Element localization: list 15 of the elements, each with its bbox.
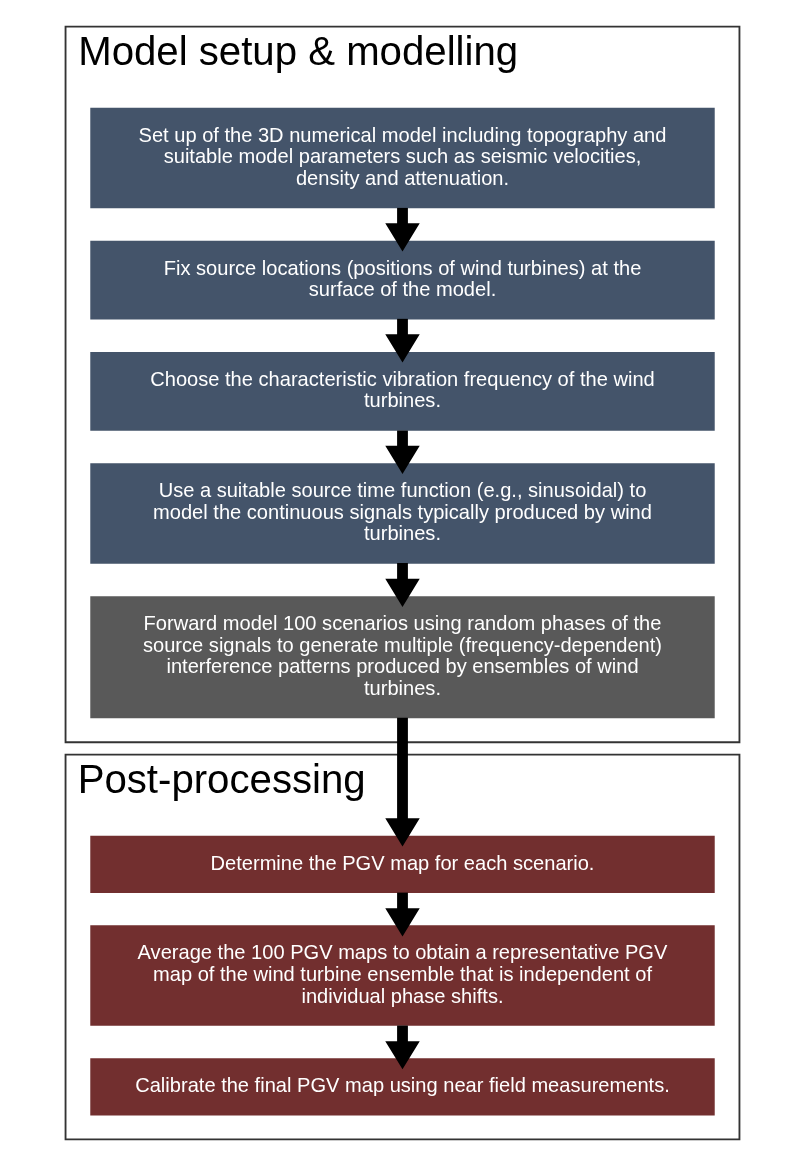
arrow — [384, 563, 420, 607]
node-box: Choose the characteristic vibration frequency of the wind turbines. — [89, 351, 715, 431]
node-box: Determine the PGV map for each scenario. — [89, 835, 715, 893]
arrow — [384, 430, 420, 474]
node-box: Forward model 100 scenarios using random phases of the source signals to generate multiple (frequency-dependent) interference patterns produced by ensembles of wind turbines. — [89, 596, 715, 719]
node-box: Use a suitable source time function (e.g., sinusoidal) to model the continuous signals typically produced by wind turbines. — [89, 463, 715, 564]
node-box: Set up of the 3D numerical model including topography and suitable model parameters such as seismic velocities, density and attenuation. — [89, 107, 715, 209]
arrow — [384, 892, 420, 937]
arrow — [384, 318, 420, 363]
arrow — [384, 1025, 420, 1070]
arrow — [384, 207, 420, 252]
node-box: Fix source locations (positions of wind turbines) at the surface of the model. — [89, 240, 715, 320]
node-box: Average the 100 PGV maps to obtain a representative PGV map of the wind turbine ensemble that is independent of individual phase shifts. — [89, 925, 715, 1026]
arrow — [384, 717, 420, 847]
node-box: Calibrate the final PGV map using near field measurements. — [89, 1058, 715, 1116]
